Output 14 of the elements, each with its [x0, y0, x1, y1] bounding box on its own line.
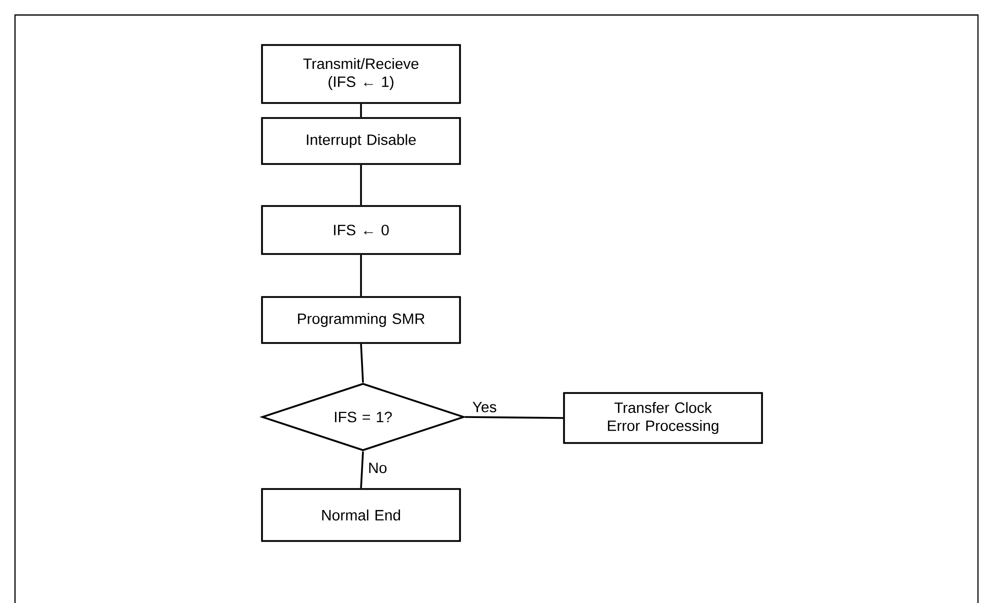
connector-line [360, 254, 362, 296]
process-box: Transmit/Recieve (IFS ← 1) [261, 44, 461, 104]
connector-line [360, 451, 364, 488]
process-box: Normal End [261, 488, 461, 542]
process-box: IFS ← 0 [261, 205, 461, 255]
process-box: Programming SMR [261, 296, 461, 344]
edge-label: No [367, 462, 388, 474]
connector-line [464, 416, 564, 419]
connector-line [360, 104, 362, 118]
process-box: Transfer Clock Error Processing [563, 392, 763, 444]
connector-line [360, 344, 364, 383]
connector-line [360, 164, 362, 206]
edge-label: Yes [471, 400, 498, 414]
process-box: Interrupt Disable [261, 117, 461, 165]
